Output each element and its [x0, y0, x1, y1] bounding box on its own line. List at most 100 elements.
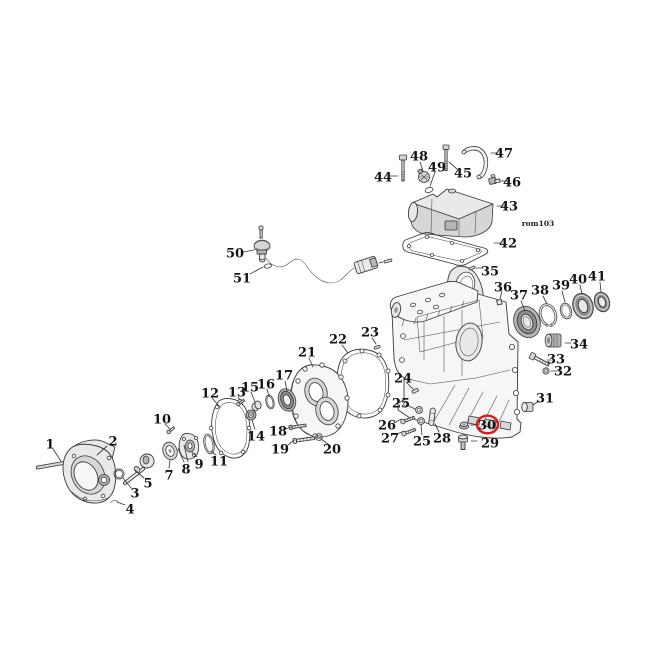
o-ring-3 — [113, 468, 125, 480]
part-label-15: 15 — [241, 381, 259, 396]
part-label-16: 16 — [257, 378, 275, 393]
part-label-49: 49 — [428, 161, 446, 176]
washer-15 — [251, 400, 262, 412]
bushing-34 — [544, 333, 562, 348]
part-label-5: 5 — [143, 477, 152, 492]
stud-28 — [428, 407, 436, 426]
part-label-23: 23 — [361, 326, 379, 341]
sensor-o-ring-51 — [263, 263, 273, 269]
washer-25b — [417, 417, 425, 425]
part-label-3: 3 — [130, 487, 139, 502]
plug-31 — [521, 402, 534, 412]
sensor-mount-screw — [258, 225, 264, 239]
part-label-13: 13 — [228, 386, 246, 401]
bearing-37 — [513, 305, 541, 339]
part-label-33: 33 — [547, 353, 565, 368]
part-label-35: 35 — [481, 265, 499, 280]
o-ring-11 — [203, 433, 215, 455]
dowel-pin-35 — [468, 265, 476, 271]
part-label-46: 46 — [503, 176, 521, 191]
part-label-42: 42 — [499, 237, 517, 252]
highlight-circle-part-30[interactable] — [475, 414, 500, 435]
part-label-10: 10 — [153, 413, 171, 428]
shifter-rod-5 — [122, 453, 155, 486]
part-label-29: 29 — [481, 437, 499, 452]
sensor-cable — [265, 257, 355, 284]
dowel-pin-23 — [373, 344, 381, 350]
part-label-19: 19 — [271, 443, 289, 458]
part-label-17: 17 — [275, 369, 293, 384]
part-label-8: 8 — [181, 463, 190, 478]
part-label-18: 18 — [269, 425, 287, 440]
part-label-45: 45 — [454, 167, 472, 182]
drain-bolt-29 — [458, 434, 468, 450]
diagram-code: rom103 — [522, 219, 555, 228]
washer-25a — [415, 406, 423, 414]
part-label-36: 36 — [494, 281, 512, 296]
part-label-14: 14 — [247, 430, 265, 445]
speed-sensor-50 — [253, 239, 271, 263]
washer-20 — [315, 433, 323, 441]
part-label-50: 50 — [226, 247, 244, 262]
vent-bolt-44 — [399, 154, 407, 182]
bolt-33 — [528, 352, 550, 367]
seal-40 — [572, 292, 594, 320]
washer-7 — [162, 441, 178, 461]
vent-bolt-45 — [442, 144, 450, 171]
part-label-12: 12 — [201, 387, 219, 402]
part-label-38: 38 — [531, 284, 549, 299]
o-ring-39 — [559, 302, 573, 320]
vent-hose-47 — [461, 146, 489, 180]
part-label-20: 20 — [323, 443, 341, 458]
part-label-48: 48 — [410, 150, 428, 165]
part-label-44: 44 — [374, 171, 392, 186]
part-label-25b: 25 — [413, 435, 431, 450]
shim-16 — [265, 394, 275, 410]
part-label-28: 28 — [433, 432, 451, 447]
part-label-9: 9 — [194, 458, 203, 473]
breather-valve-48 — [417, 168, 430, 183]
part-label-11: 11 — [210, 455, 228, 470]
bearing-17 — [277, 388, 297, 412]
part-label-27: 27 — [381, 432, 399, 447]
dowel-pin-24 — [411, 388, 419, 394]
deck-holes — [410, 292, 445, 315]
top-cover-gasket — [402, 232, 489, 266]
cable-connector — [353, 255, 379, 275]
part-label-40: 40 — [569, 273, 587, 288]
part-label-51: 51 — [233, 272, 251, 287]
hose-fitting-46 — [488, 174, 501, 185]
part-label-26: 26 — [378, 419, 396, 434]
breather-gasket-49 — [424, 187, 434, 193]
part-label-25a: 25 — [392, 397, 410, 412]
screw-13 — [236, 398, 246, 407]
part-label-30: 30 — [478, 419, 496, 434]
clip-4 — [109, 500, 119, 504]
seal-41 — [593, 291, 611, 313]
bearing-cover-21 — [289, 362, 350, 439]
nut-32 — [542, 367, 550, 375]
part-label-32: 32 — [554, 365, 572, 380]
connector-pin — [383, 258, 393, 264]
part-label-24: 24 — [394, 372, 412, 387]
square-key-36 — [496, 299, 503, 306]
part-label-47: 47 — [495, 147, 513, 162]
part-label-7: 7 — [164, 469, 173, 484]
part-label-41: 41 — [588, 270, 606, 285]
part-label-4: 4 — [125, 503, 134, 518]
leader-lines — [52, 152, 602, 506]
retaining-ring-38 — [538, 303, 558, 328]
gasket-12 — [208, 398, 252, 459]
part-label-39: 39 — [552, 279, 570, 294]
screw-27 — [401, 427, 417, 437]
screw-10 — [166, 426, 176, 435]
part-label-31: 31 — [536, 392, 554, 407]
part-label-43: 43 — [500, 200, 518, 215]
nut-30 — [458, 421, 469, 430]
part-label-37: 37 — [510, 289, 528, 304]
part-label-22: 22 — [329, 333, 347, 348]
top-cover — [407, 188, 494, 238]
screw-26 — [400, 415, 416, 425]
